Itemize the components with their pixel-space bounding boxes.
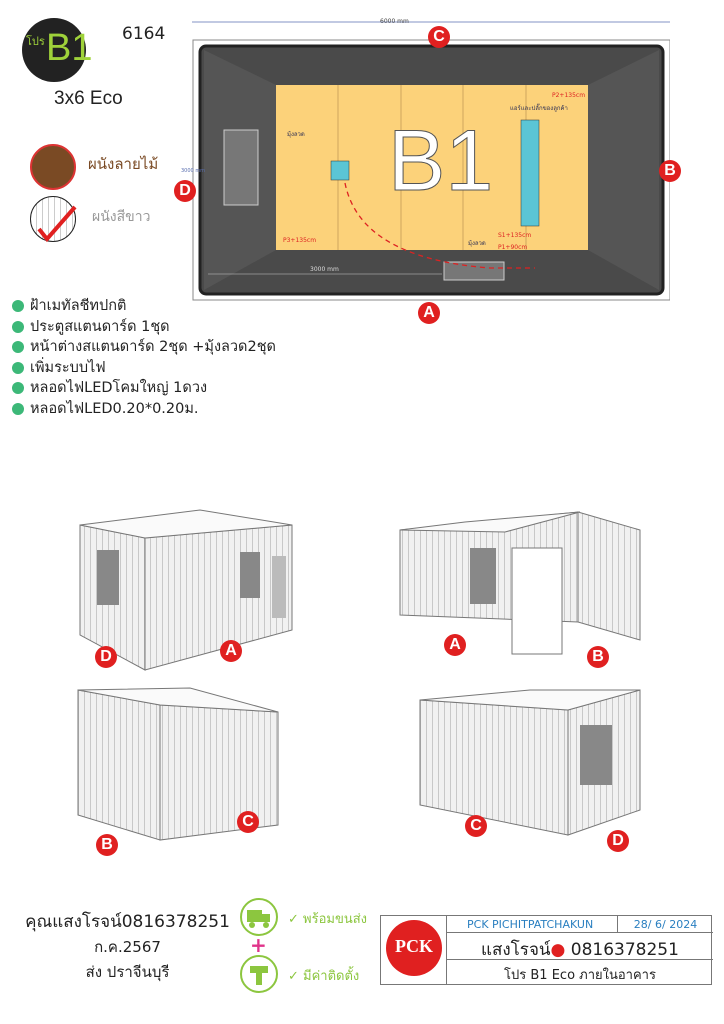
customer-name: คุณแสงโรจน์0816378251 xyxy=(25,912,230,932)
p1-label: P1+90cm xyxy=(498,244,528,251)
feature-item: ประตูสแตนดาร์ด 1ชุด xyxy=(12,317,276,338)
company-logo: PCK xyxy=(381,916,447,984)
side-b-marker: B xyxy=(659,160,681,182)
truck-icon xyxy=(240,898,278,936)
order-month: ก.ค.2567 xyxy=(94,938,161,956)
feature-item: หลอดไฟLED0.20*0.20ม. xyxy=(12,399,276,420)
width-dimension: 6000 mm xyxy=(380,18,409,25)
view2-marker-b: B xyxy=(587,646,609,668)
project-title: โปร B1 Eco ภายในอาคาร xyxy=(504,968,656,983)
white-wall-swatch xyxy=(30,196,77,243)
view3-marker-c: C xyxy=(237,811,259,833)
company-name: PCK PICHITPATCHAKUN xyxy=(467,918,594,931)
product-size: 3x6 Eco xyxy=(54,88,123,109)
view-back-right xyxy=(419,689,641,836)
screen-label-1: มุ้งลวด xyxy=(287,131,305,138)
side-d-marker: D xyxy=(174,180,196,202)
feature-item: หน้าต่างสแตนดาร์ด 2ชุด +มุ้งลวด2ชุด xyxy=(12,337,276,358)
model-badge: โปร B1 xyxy=(22,18,92,82)
side-a-marker: A xyxy=(418,302,440,324)
view1-marker-a: A xyxy=(220,640,242,662)
feature-list: ฝ้าเมทัลชีทปกติ ประตูสแตนดาร์ด 1ชุด หน้า… xyxy=(12,296,276,419)
plan-model-label: B1 xyxy=(387,113,494,209)
view1-marker-d: D xyxy=(95,646,117,668)
side-dimension: 3000 mm xyxy=(181,168,206,174)
delivery-label: ✓ พร้อมขนส่ง xyxy=(288,912,368,927)
contact-row: แสงโรจน์● 0816378251 xyxy=(447,933,713,960)
view4-marker-d: D xyxy=(607,830,629,852)
plus-icon: + xyxy=(250,933,267,957)
view-front-right xyxy=(399,511,641,655)
feature-item: ฝ้าเมทัลชีทปกติ xyxy=(12,296,276,317)
view2-marker-a: A xyxy=(444,634,466,656)
container-views xyxy=(77,509,641,841)
ac-label: แอร์และปลั๊กของลูกค้า xyxy=(510,105,568,112)
p3-label: P3+135cm xyxy=(283,237,317,244)
s1-label: S1+135cm xyxy=(498,232,532,239)
feature-item: เพิ่มระบบไฟ xyxy=(12,358,276,379)
wood-wall-label: ผนังลายไม้ xyxy=(88,155,159,173)
install-label: ✓ มีค่าติดตั้ง xyxy=(288,969,360,984)
p2-label: P2+135cm xyxy=(552,92,586,99)
product-code: 6164 xyxy=(122,24,166,44)
floor-plan: 6000 mm 3000 mm 3000 mm B1 P2+135cm แอร์… xyxy=(174,18,681,324)
customer-info: คุณแสงโรจน์0816378251 ก.ค.2567 ส่ง ปราจี… xyxy=(20,910,235,985)
check-icon xyxy=(37,205,77,243)
feature-item: หลอดไฟLEDโคมใหญ่ 1ดวง xyxy=(12,378,276,399)
wood-wall-swatch xyxy=(30,144,76,190)
drill-icon xyxy=(240,955,278,993)
document-date: 28/ 6/ 2024 xyxy=(617,916,713,933)
depth-dimension: 3000 mm xyxy=(310,266,339,273)
ship-destination: ส่ง ปราจีนบุรี xyxy=(85,963,170,981)
title-block: PCK PCK PICHITPATCHAKUN 28/ 6/ 2024 แสงโ… xyxy=(380,915,713,985)
view4-marker-c: C xyxy=(465,815,487,837)
phone-icon: ● xyxy=(550,940,566,960)
screen-label-2: มุ้งลวด xyxy=(468,240,486,247)
side-c-marker: C xyxy=(428,26,450,48)
view-back-left xyxy=(77,687,279,841)
view-front-left xyxy=(79,509,293,671)
view3-marker-b: B xyxy=(96,834,118,856)
white-wall-label: ผนังสีขาว xyxy=(92,209,151,225)
